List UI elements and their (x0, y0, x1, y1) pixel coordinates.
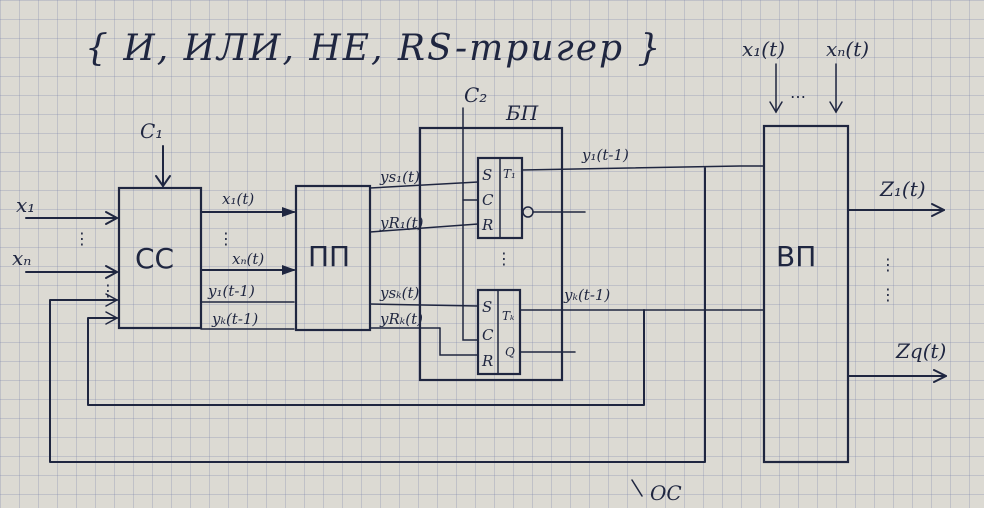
cc-out-yk-label: yₖ(t-1) (211, 310, 258, 328)
cc-out-x1t-arrow-icon (282, 207, 296, 217)
vp-out-z1-label: Z₁(t) (879, 177, 926, 201)
bp-out-y1-label: y₁(t-1) (581, 146, 629, 164)
feedback-loop-y1 (49, 167, 706, 463)
cc-block (117, 186, 203, 330)
feedback-ellipsis: ⋮ (100, 281, 116, 300)
feedback-y1-arrow-icon (105, 293, 119, 307)
c2-line (462, 107, 479, 341)
trigger-tk-name: Tₖ (502, 309, 515, 323)
bp-out-y1-line (521, 165, 765, 171)
bp-block-label: БП (505, 101, 539, 125)
bp-out-yk-label: yₖ(t-1) (563, 286, 610, 304)
cc-out-xnt-arrow-icon (282, 265, 296, 275)
pp-out-yrk-route (439, 327, 479, 356)
pp-out-ys1-line (369, 181, 479, 189)
feedback-pointer (631, 479, 643, 497)
bp-block (418, 126, 564, 382)
input-xn-arrow-icon (105, 265, 118, 279)
trigger-tk-s: S (482, 298, 492, 316)
cc-out-x1t-label: x₁(t) (222, 190, 254, 208)
input-x1-arrow-icon (105, 211, 118, 225)
feedback-yk-arrow-icon (105, 311, 119, 325)
input-xn-label: xₙ (12, 246, 31, 270)
trigger-tk (476, 288, 522, 376)
cc-out-xnt-label: xₙ(t) (232, 250, 264, 268)
trigger-t1-r: R (481, 216, 493, 234)
diagram-title: { И, ИЛИ, НЕ, RS-тригер } (85, 28, 662, 69)
pp-out-yr1-label: yR₁(t) (379, 214, 424, 232)
pp-out-ysk-label: ysₖ(t) (379, 284, 420, 302)
pp-out-ys1-label: ys₁(t) (379, 168, 420, 186)
vp-block-label: ВП (776, 240, 816, 273)
vp-block (762, 124, 850, 464)
c2-label: C₂ (464, 83, 487, 107)
inputs-ellipsis: ⋮ (74, 229, 90, 248)
feedback-loop-yk (87, 309, 645, 406)
trigger-t1-c: C (482, 191, 494, 209)
trigger-tk-r: R (481, 352, 493, 370)
vp-in-ellipsis: … (790, 83, 806, 102)
trigger-t1-name: T₁ (503, 167, 516, 181)
vp-in-xn-label: xₙ(t) (826, 37, 869, 61)
vp-out-zq-label: Zq(t) (895, 339, 946, 363)
pp-block-label: ПП (308, 240, 350, 273)
pp-out-yrk-label: yRₖ(t) (379, 310, 423, 328)
cc-out-ellipsis: ⋮ (218, 229, 234, 248)
vp-in-x1-arrow-icon (769, 101, 783, 114)
vp-in-xn-arrow-icon (829, 101, 843, 114)
pp-out-ysk-line (369, 303, 479, 307)
c1-label: C₁ (140, 119, 163, 143)
trigger-t1-s: S (482, 166, 492, 184)
feedback-label: ОС (650, 481, 682, 505)
pp-out-ellipsis: ⋮ (496, 249, 512, 268)
vp-out-z1-arrow-icon (931, 203, 945, 217)
vp-in-x1-label: x₁(t) (742, 37, 785, 61)
vp-out-ellipsis-2: ⋮ (880, 285, 896, 304)
vp-out-ellipsis-1: ⋮ (880, 255, 896, 274)
cc-block-label: СС (135, 242, 174, 275)
pp-block (294, 184, 372, 332)
cc-out-y1-label: y₁(t-1) (207, 282, 255, 300)
pp-out-yr1-line (369, 223, 479, 233)
trigger-tk-q: Q (505, 345, 515, 359)
c1-arrow-icon (155, 175, 171, 187)
trigger-tk-c: C (482, 326, 494, 344)
trigger-t1-inverse-icon (522, 206, 534, 218)
input-x1-label: x₁ (16, 193, 35, 217)
vp-out-zq-arrow-icon (933, 369, 947, 383)
